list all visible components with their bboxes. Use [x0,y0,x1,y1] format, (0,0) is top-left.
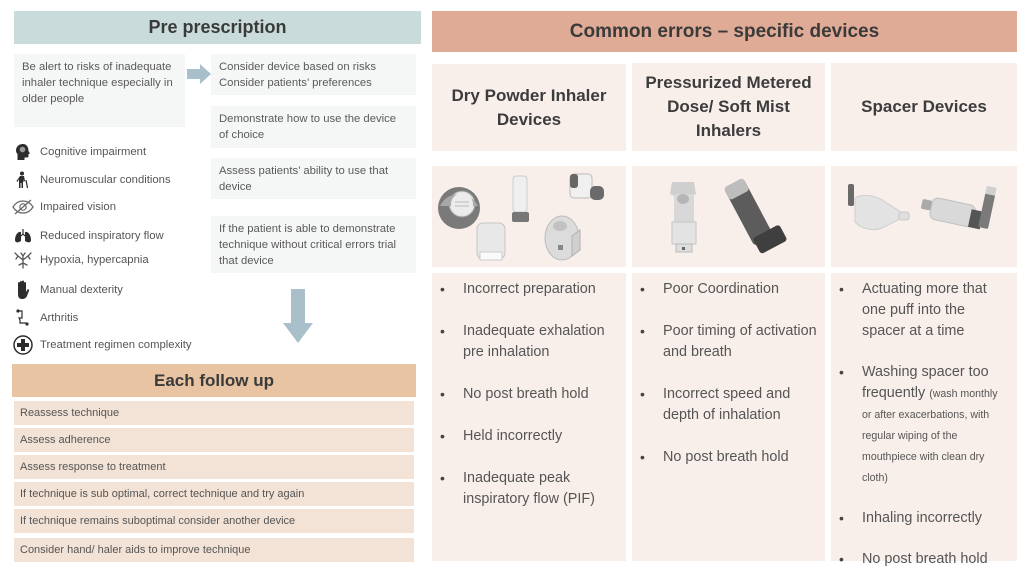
error-text: Inadequate peak inspiratory flow (PIF) [463,470,595,507]
follow-up-item: If technique is sub optimal, correct tec… [14,482,414,506]
walking-cane-icon [12,170,34,190]
step-demonstrate: Demonstrate how to use the device of cho… [211,106,416,148]
risk-item: Cognitive impairment [12,142,146,162]
risk-label: Arthritis [40,312,79,324]
error-item: Washing spacer too frequently (wash mont… [839,362,1009,488]
error-text: Actuating more that one puff into the sp… [862,281,987,339]
spacer-title-box: Spacer Devices [831,63,1017,151]
plus-circle-icon [12,335,34,355]
risk-label: Reduced inspiratory flow [40,230,164,242]
hand-icon [12,280,34,300]
common-errors-title: Common errors – specific devices [569,20,880,42]
error-item: Held incorrectly [440,426,618,447]
pre-prescription-title: Pre prescription [148,17,287,37]
follow-up-item: Reassess technique [14,401,414,425]
follow-up-header: Each follow up [12,364,416,397]
error-item: Poor timing of activation and breath [640,321,817,363]
risk-item: Reduced inspiratory flow [12,226,164,246]
risk-alert-box: Be alert to risks of inadequate inhaler … [14,54,185,127]
risk-item: Impaired vision [12,197,116,217]
follow-up-text: If technique is sub optimal, correct tec… [20,488,305,500]
metered-dose-errors-list: Poor Coordination Poor timing of activat… [640,279,817,468]
error-item: No post breath hold [640,447,817,468]
risk-label: Impaired vision [40,201,116,213]
metered-dose-inhalers-image [632,166,825,267]
risk-item: Neuromuscular conditions [12,170,171,190]
error-item: No post breath hold [839,549,1009,568]
error-text: Washing spacer too frequently [862,364,989,401]
error-item: Inadequate exhalation pre inhalation [440,321,618,363]
follow-up-text: If technique remains suboptimal consider… [20,515,296,527]
common-errors-header: Common errors – specific devices [432,11,1017,52]
dry-powder-errors-list: Incorrect preparation Inadequate exhalat… [440,279,618,510]
follow-up-item: Assess response to treatment [14,455,414,479]
step-consider-device: Consider device based on risks Consider … [211,54,416,95]
dry-powder-title-box: Dry Powder Inhaler Devices [432,64,626,151]
error-item: Poor Coordination [640,279,817,300]
risk-label: Treatment regimen complexity [40,339,192,351]
risk-alert-text: Be alert to risks of inadequate inhaler … [22,61,173,105]
error-text: No post breath hold [463,386,589,402]
error-item: Incorrect speed and depth of inhalation [640,384,817,426]
follow-up-text: Assess adherence [20,434,111,446]
step-text: If the patient is able to demonstrate te… [219,223,397,267]
error-text: Poor Coordination [663,281,779,297]
follow-up-text: Reassess technique [20,407,120,419]
follow-up-text: Consider hand/ haler aids to improve tec… [20,544,251,556]
device-title: Pressurized Metered Dose/ Soft Mist Inha… [645,73,812,140]
error-text: No post breath hold [862,551,988,567]
pre-prescription-header: Pre prescription [14,11,421,44]
device-title: Spacer Devices [861,97,987,116]
spacer-devices-image [831,166,1017,267]
metered-dose-errors-panel: Poor Coordination Poor timing of activat… [632,273,825,561]
risk-item: Manual dexterity [12,280,123,300]
risk-label: Manual dexterity [40,284,123,296]
error-text: Held incorrectly [463,428,563,444]
washing-note: (wash monthly or after exacerbations, wi… [862,388,998,484]
error-text: Incorrect speed and depth of inhalation [663,386,791,423]
error-item: Inhaling incorrectly [839,508,1009,529]
error-text: Inhaling incorrectly [862,510,982,526]
step-trial-device: If the patient is able to demonstrate te… [211,216,416,273]
risk-label: Hypoxia, hypercapnia [40,254,149,266]
follow-up-text: Assess response to treatment [20,461,166,473]
error-item: Actuating more that one puff into the sp… [839,279,1009,342]
arrow-right-icon [187,64,211,84]
follow-up-item: Assess adherence [14,428,414,452]
head-brain-icon [12,142,34,162]
step-text: Consider device based on risks Consider … [219,61,376,89]
error-text: Poor timing of activation and breath [663,323,817,360]
spacer-errors-panel: Actuating more that one puff into the sp… [831,273,1017,568]
joint-icon [12,308,34,328]
follow-up-item: Consider hand/ haler aids to improve tec… [14,538,414,562]
spacer-errors-list: Actuating more that one puff into the sp… [839,279,1009,568]
error-text: Incorrect preparation [463,281,596,297]
error-item: Incorrect preparation [440,279,618,300]
error-text: Inadequate exhalation pre inhalation [463,323,605,360]
risk-item: Hypoxia, hypercapnia [12,250,149,270]
risk-item: Arthritis [12,308,78,328]
step-assess-ability: Assess patients’ ability to use that dev… [211,158,416,199]
risk-label: Neuromuscular conditions [40,174,171,186]
follow-up-title: Each follow up [154,370,274,390]
metered-dose-title-box: Pressurized Metered Dose/ Soft Mist Inha… [632,63,825,151]
error-item: Inadequate peak inspiratory flow (PIF) [440,468,618,510]
arrow-down-icon [283,289,313,343]
bronchi-icon [12,250,34,270]
eye-crossed-icon [12,197,34,217]
dry-powder-inhalers-image [432,166,626,267]
error-item: No post breath hold [440,384,618,405]
follow-up-item: If technique remains suboptimal consider… [14,509,414,533]
device-title: Dry Powder Inhaler Devices [451,85,607,129]
step-text: Demonstrate how to use the device of cho… [219,113,397,141]
risk-label: Cognitive impairment [40,146,147,158]
lungs-icon [12,226,34,246]
error-text: No post breath hold [663,449,789,465]
step-text: Assess patients’ ability to use that dev… [219,165,389,193]
dry-powder-errors-panel: Incorrect preparation Inadequate exhalat… [432,273,626,561]
risk-item: Treatment regimen complexity [12,335,192,355]
